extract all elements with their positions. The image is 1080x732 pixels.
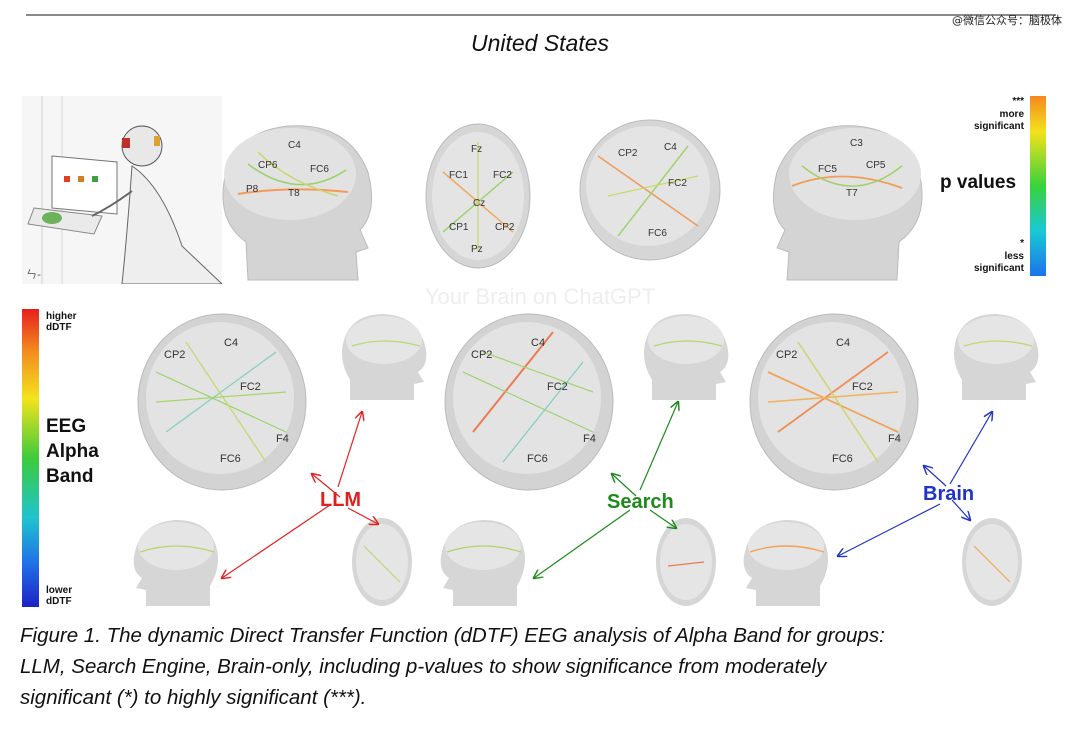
svg-text:F4: F4 — [888, 433, 901, 445]
figure-title: United States — [470, 30, 610, 56]
group-label-brain: Brain — [923, 483, 975, 505]
llm-small-head-top — [350, 516, 414, 608]
p-legend-bottom-label-1: less — [1004, 251, 1024, 262]
svg-text:FC2: FC2 — [493, 170, 512, 181]
svg-text:Fz: Fz — [471, 144, 482, 155]
faint-watermark-text: Your Brain on ChatGPT — [424, 284, 656, 309]
brain-small-head-left — [740, 514, 832, 608]
p-legend-top-label-2: significant — [973, 121, 1024, 132]
svg-text:CP2: CP2 — [164, 349, 185, 361]
svg-text:CP6: CP6 — [258, 160, 278, 171]
search-small-head-top — [654, 516, 718, 608]
search-small-head-right — [640, 310, 732, 402]
participant-illustration: ㄣ- — [22, 96, 222, 284]
svg-text:C4: C4 — [836, 337, 850, 349]
top-head-rear-oblique: CP2 C4 FC2 FC6 — [578, 116, 728, 281]
top-head-top-view: Fz FC1 FC2 Cz CP1 CP2 Pz — [423, 122, 533, 270]
ddtf-colorbar — [22, 309, 39, 607]
svg-text:Cz: Cz — [473, 198, 485, 209]
eeg-band-title: EEG Alpha Band — [46, 414, 99, 489]
eeg-title-line-1: EEG — [46, 416, 87, 437]
svg-text:FC6: FC6 — [648, 228, 667, 239]
svg-text:T7: T7 — [846, 188, 858, 199]
p-legend-bottom-label-2: significant — [973, 263, 1024, 274]
ddtf-bottom-label-1: lower — [46, 585, 73, 596]
p-legend-title: p values — [940, 172, 1017, 193]
p-legend-top-label-1: more — [999, 109, 1024, 120]
search-small-head-left — [437, 514, 529, 608]
brain-small-head-right — [950, 310, 1042, 402]
svg-text:F4: F4 — [276, 433, 289, 445]
top-head-right-lateral: C3 CP5 FC5 T7 — [762, 116, 927, 284]
eeg-title-line-2: Alpha — [46, 441, 99, 462]
p-legend-top-marker: *** — [1012, 96, 1024, 107]
svg-text:FC2: FC2 — [668, 178, 687, 189]
llm-arrows — [222, 412, 378, 578]
p-legend-bottom-marker: * — [1020, 238, 1024, 249]
brain-small-head-top — [960, 516, 1024, 608]
caption-line-3: significant (*) to highly significant (*… — [20, 686, 367, 709]
svg-text:CP2: CP2 — [495, 222, 515, 233]
svg-text:P8: P8 — [246, 184, 259, 195]
eeg-title-line-3: Band — [46, 466, 94, 487]
svg-text:FC6: FC6 — [220, 453, 241, 465]
search-arrows — [534, 402, 678, 578]
group-label-search: Search — [607, 491, 674, 513]
top-rule — [26, 14, 1056, 16]
llm-main-head: CP2 C4 FC2 FC6 F4 — [136, 312, 308, 494]
ddtf-bottom-label-2: dDTF — [46, 596, 72, 607]
llm-small-head-left — [130, 514, 222, 608]
svg-text:FC2: FC2 — [547, 381, 568, 393]
svg-text:FC6: FC6 — [527, 453, 548, 465]
ddtf-top-label-2: dDTF — [46, 322, 72, 333]
svg-text:FC5: FC5 — [818, 164, 837, 175]
svg-text:FC6: FC6 — [832, 453, 853, 465]
brain-arrows — [838, 412, 992, 556]
svg-text:CP2: CP2 — [776, 349, 797, 361]
svg-text:CP5: CP5 — [866, 160, 886, 171]
svg-text:ㄣ-: ㄣ- — [26, 268, 41, 281]
svg-text:FC2: FC2 — [240, 381, 261, 393]
llm-small-head-right — [338, 310, 430, 402]
svg-text:FC1: FC1 — [449, 170, 468, 181]
ddtf-top-label-1: higher — [46, 311, 77, 322]
svg-text:CP2: CP2 — [618, 148, 638, 159]
watermark: @微信公众号：脑极体 — [952, 14, 1062, 27]
svg-text:CP2: CP2 — [471, 349, 492, 361]
svg-text:FC6: FC6 — [310, 164, 329, 175]
p-value-colorbar — [1030, 96, 1046, 276]
svg-text:C4: C4 — [224, 337, 238, 349]
svg-text:C3: C3 — [850, 138, 863, 149]
svg-text:CP1: CP1 — [449, 222, 469, 233]
top-head-left-lateral: CP6 C4 FC6 T8 P8 — [218, 112, 383, 284]
group-label-llm: LLM — [320, 489, 362, 511]
svg-text:Pz: Pz — [471, 244, 483, 255]
svg-text:C4: C4 — [664, 142, 677, 153]
svg-text:FC2: FC2 — [852, 381, 873, 393]
svg-text:T8: T8 — [288, 188, 300, 199]
brain-main-head: CP2 C4 FC2 FC6 F4 — [748, 312, 920, 494]
search-main-head: CP2 C4 FC2 FC6 F4 — [443, 312, 615, 494]
svg-text:C4: C4 — [531, 337, 545, 349]
caption-line-1: Figure 1. The dynamic Direct Transfer Fu… — [20, 624, 885, 647]
figure-caption: Figure 1. The dynamic Direct Transfer Fu… — [20, 620, 1060, 713]
svg-text:C4: C4 — [288, 140, 301, 151]
svg-text:F4: F4 — [583, 433, 596, 445]
caption-line-2: LLM, Search Engine, Brain-only, includin… — [20, 655, 827, 678]
